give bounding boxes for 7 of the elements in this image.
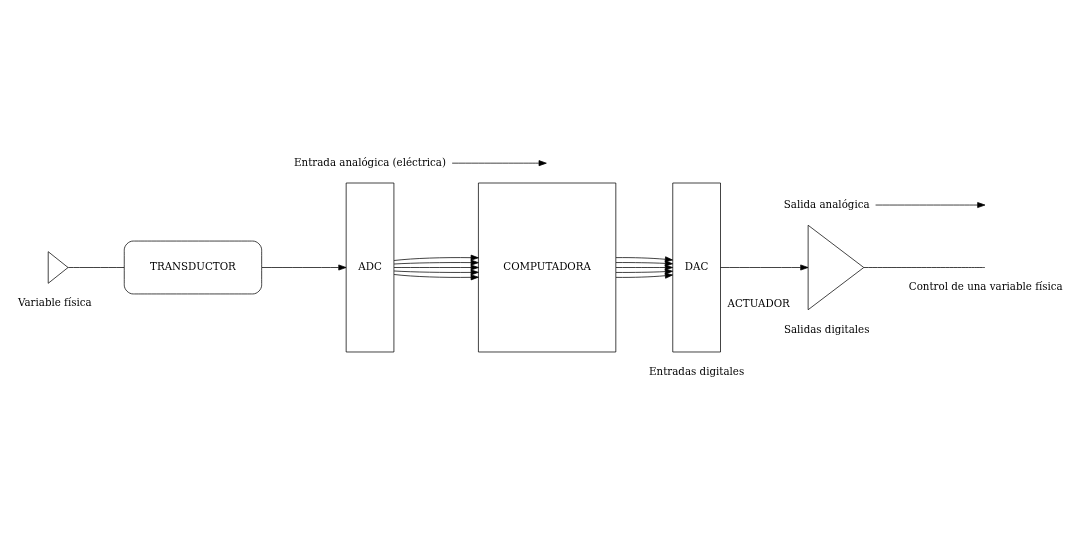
label: Variable física <box>18 296 92 309</box>
node-text: Salida analógica <box>783 197 870 210</box>
label: Entradas digitales <box>649 364 745 377</box>
label: Salidas digitales <box>783 322 870 335</box>
label: Control de una variable física <box>908 280 1063 293</box>
node-text: Entrada analógica (eléctrica) <box>294 155 446 168</box>
node-label: ACTUADOR <box>727 296 790 309</box>
